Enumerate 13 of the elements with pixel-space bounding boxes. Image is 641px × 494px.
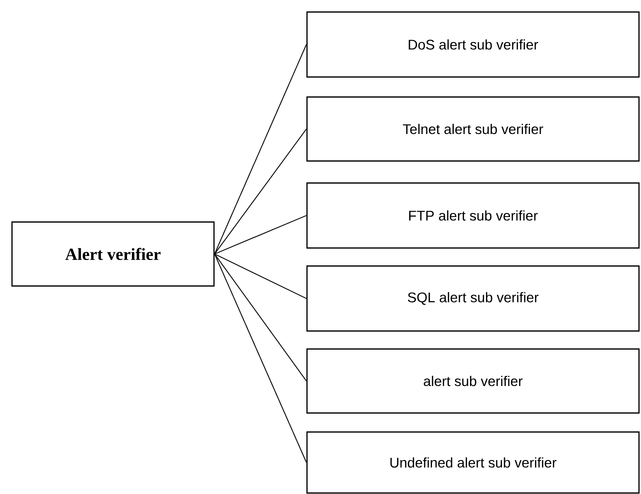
connector-line: [214, 128, 307, 254]
process-box: FTP alert sub verifier: [306, 182, 640, 249]
process-box: Telnet alert sub verifier: [306, 96, 640, 162]
process-box: alert sub verifier: [306, 348, 640, 414]
root-box: Alert verifier: [11, 221, 215, 287]
connector-line: [214, 215, 307, 254]
connector-line: [214, 254, 307, 299]
process-box: DoS alert sub verifier: [306, 11, 640, 78]
connector-line: [214, 254, 307, 463]
connector-line: [214, 254, 307, 382]
connector-line: [214, 44, 307, 254]
process-box: Undefined alert sub verifier: [306, 431, 640, 494]
process-box: SQL alert sub verifier: [306, 265, 640, 332]
